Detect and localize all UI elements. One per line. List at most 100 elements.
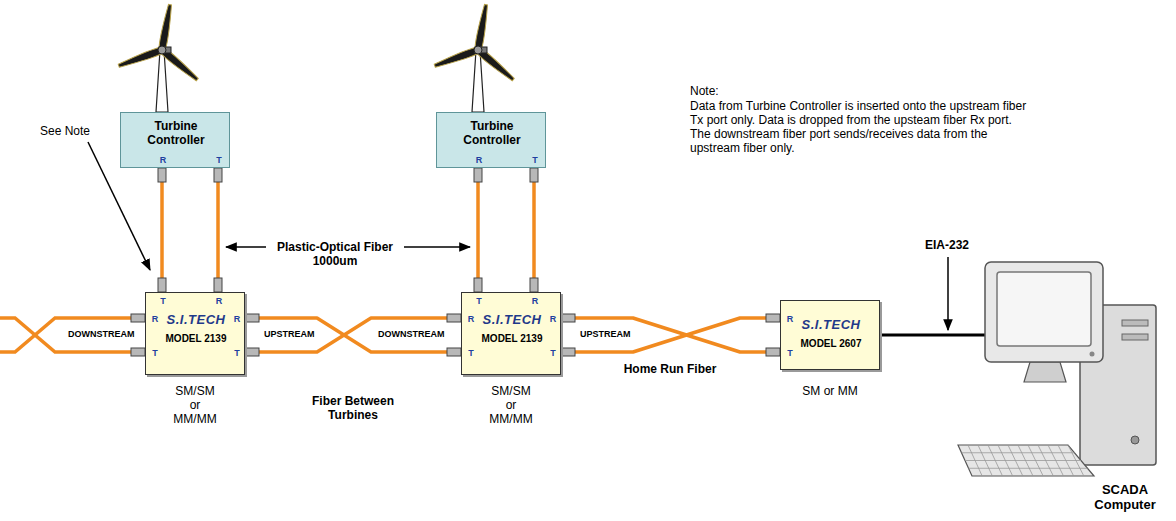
computer-illustration [1048, 445, 1064, 476]
fiber-connector [158, 168, 166, 182]
optical-fiber [245, 318, 461, 352]
model-number: MODEL 2607 [801, 338, 862, 350]
computer-illustration [1068, 445, 1084, 476]
controller-name: Turbine Controller [126, 119, 226, 147]
computer-illustration [985, 262, 1103, 362]
computer-illustration [1038, 445, 1053, 476]
turbine-controller: Turbine ControllerR T [120, 112, 230, 168]
wind-turbine [433, 46, 479, 69]
port-letter: T [160, 296, 166, 306]
brand-name: S.I.TECH [802, 317, 861, 332]
fiber-connector [530, 278, 538, 292]
port-letter: T [234, 348, 240, 358]
port-direction: DOWNSTREAM [66, 329, 137, 340]
port-direction: UPSTREAM [578, 329, 633, 340]
controller-name: Turbine Controller [442, 119, 542, 147]
port-letter: R [216, 296, 223, 306]
model-number: MODEL 2139 [482, 333, 543, 345]
port-letter: T [787, 348, 793, 358]
wind-turbine [472, 50, 484, 112]
port-letter: R [550, 314, 557, 324]
optical-fiber [561, 318, 780, 352]
fiber-connector [447, 348, 461, 356]
computer-illustration [958, 445, 1094, 476]
serial-cable [880, 334, 986, 337]
fiber-mode: SM/SM or MM/MM [169, 384, 221, 426]
leader-line [226, 246, 266, 248]
wind-turbine [474, 4, 489, 51]
port-letter: R [160, 155, 167, 165]
port-letter: T [468, 348, 474, 358]
brand-name: S.I.TECH [167, 312, 226, 327]
fiber-connector [214, 278, 222, 292]
port-letter: R [468, 314, 475, 324]
leader-line [404, 246, 470, 248]
computer-illustration [965, 460, 1081, 461]
optical-fiber [216, 168, 220, 292]
wind-turbine [433, 4, 515, 112]
wind-turbine [117, 4, 199, 112]
offscreen-fiber [131, 348, 145, 356]
optical-fiber [245, 318, 461, 352]
computer-illustration [997, 272, 1091, 346]
note-heading: Note: [690, 84, 719, 98]
computer-illustration [1018, 445, 1033, 476]
computer-illustration [1028, 445, 1043, 476]
offscreen-fiber [0, 314, 145, 356]
offscreen-fiber [131, 314, 145, 322]
computer-illustration [1131, 436, 1139, 444]
port-letter: R [787, 314, 794, 324]
brand-name: S.I.TECH [483, 312, 542, 327]
computer-illustration [958, 262, 1156, 476]
fiber-connector [474, 168, 482, 182]
port-letter: R [532, 296, 539, 306]
fiber-connector [447, 314, 461, 322]
fiber-connector [766, 348, 780, 356]
wind-turbine [156, 50, 168, 112]
port-letter: R [476, 155, 483, 165]
wind-turbine [117, 46, 163, 69]
port-letter: T [216, 155, 222, 165]
port-letter: R [234, 314, 241, 324]
fiber-connector [158, 278, 166, 292]
link-label: Home Run Fiber [600, 362, 740, 376]
port-letter: T [532, 155, 538, 165]
fiber-modem-2139: S.I.TECHMODEL 2139RTRRTT [145, 292, 245, 375]
fiber-connector [561, 314, 575, 322]
interface-label: EIA-232 [925, 238, 969, 252]
fiber-connector [530, 168, 538, 182]
callout-text: See Note [40, 124, 90, 138]
turbine-controller: Turbine ControllerR T [436, 112, 546, 168]
fiber-type-label: Plastic-Optical Fiber 1000um [265, 240, 405, 268]
computer-illustration [962, 445, 1088, 476]
computer-label: SCADA Computer [1085, 482, 1165, 512]
port-direction: DOWNSTREAM [376, 329, 447, 340]
fiber-connector [214, 168, 222, 182]
link-label: Fiber Between Turbines [293, 394, 413, 422]
fiber-connector [474, 278, 482, 292]
fiber-mode: SM or MM [785, 384, 875, 398]
port-direction: UPSTREAM [262, 329, 317, 340]
fiber-mode: SM/SM or MM/MM [485, 384, 537, 426]
model-number: MODEL 2139 [166, 333, 227, 345]
port-letter: T [152, 348, 158, 358]
fiber-modem-2139: S.I.TECHMODEL 2139RTRRTT [461, 292, 561, 375]
fiber-modem-2607: S.I.TECH MODEL 2607 R T [780, 300, 880, 370]
wind-turbine [158, 4, 173, 51]
port-letter: T [550, 348, 556, 358]
computer-illustration [1122, 320, 1148, 326]
port-letter: T [476, 296, 482, 306]
computer-illustration [962, 452, 1075, 453]
wind-turbine [474, 46, 482, 54]
fiber-connector [766, 314, 780, 322]
port-letter: R [152, 314, 159, 324]
optical-fiber [561, 318, 780, 352]
fiber-connector [561, 348, 575, 356]
wind-turbine [475, 47, 487, 53]
computer-illustration [1090, 352, 1095, 357]
wind-turbine [158, 46, 166, 54]
computer-illustration [1122, 334, 1148, 340]
optical-fiber [476, 168, 480, 292]
